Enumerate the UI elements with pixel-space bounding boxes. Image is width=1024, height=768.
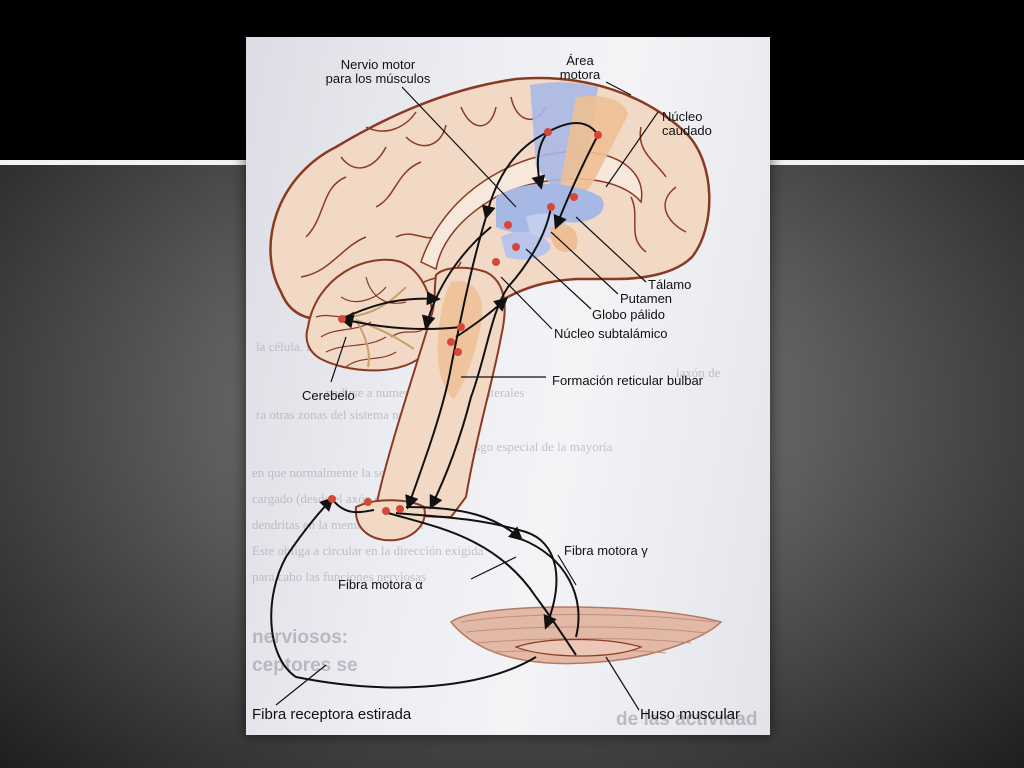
dot-thalamus (547, 203, 555, 211)
dot-reticular-3 (454, 348, 462, 356)
ghost-line-2: iaxón de (676, 365, 721, 380)
label-cerebelo: Cerebelo (302, 388, 355, 403)
label-nucleo-caudado-1: Núcleo (662, 109, 702, 124)
reticular-formation-region (437, 281, 483, 399)
label-nucleo-caudado-2: caudado (662, 123, 712, 138)
dot-cerebellum (338, 315, 346, 323)
ghost-line-9: Este obliga a circular en la dirección e… (252, 543, 484, 558)
dot-reticular-1 (457, 323, 465, 331)
label-area-motora-1: Área (566, 53, 594, 68)
book-page-photo: la célula. Por el contrario, la se iaxón… (246, 37, 770, 735)
label-huso-muscular: Huso muscular (640, 706, 740, 723)
dot-reticular-2 (447, 338, 455, 346)
label-putamen: Putamen (620, 291, 672, 306)
ghost-line-10: para cabo las funciones nerviosas (252, 569, 426, 584)
leader-lines (275, 81, 659, 711)
dot-subthalamic (492, 258, 500, 266)
ghost-heading-1: nerviosos: (252, 627, 348, 648)
dot-spinal-1 (364, 498, 372, 506)
label-fibra-alfa: Fibra motora α (338, 577, 423, 592)
label-globo-palido: Globo pálido (592, 307, 665, 322)
ghost-line-5: Un rasgo especial de la mayoría (446, 439, 613, 454)
label-fibra-gamma: Fibra motora γ (564, 543, 648, 558)
label-area-motora-2: motora (560, 67, 601, 82)
subthalamic-region (550, 224, 578, 253)
label-nervio-motor-2: para los músculos (326, 71, 431, 86)
pathway-lines (270, 122, 599, 689)
label-talamo: Tálamo (648, 277, 691, 292)
corpus-callosum (420, 150, 643, 271)
nucleus-dots (328, 128, 602, 515)
dot-afferent (328, 495, 336, 503)
dot-putamen (570, 193, 578, 201)
dot-motor-area (544, 128, 552, 136)
label-fibra-receptora: Fibra receptora estirada (252, 706, 412, 723)
dot-spinal-3 (396, 505, 404, 513)
ghost-heading-2: ceptores se (252, 655, 358, 676)
muscle-spindle (514, 638, 643, 657)
dot-globus-1 (504, 221, 512, 229)
dot-spinal-2 (382, 507, 390, 515)
globus-pallidus-region (501, 231, 551, 260)
muscle (449, 606, 723, 665)
motor-pathway-diagram: la célula. Por el contrario, la se iaxón… (252, 53, 758, 730)
dot-caudate (594, 131, 602, 139)
label-nervio-motor-1: Nervio motor (341, 57, 416, 72)
ghost-bottom-line: de las actividad (616, 709, 758, 730)
label-formacion-reticular: Formación reticular bulbar (552, 373, 704, 388)
label-nucleo-subtalamico: Núcleo subtalámico (554, 326, 667, 341)
dot-globus-2 (512, 243, 520, 251)
